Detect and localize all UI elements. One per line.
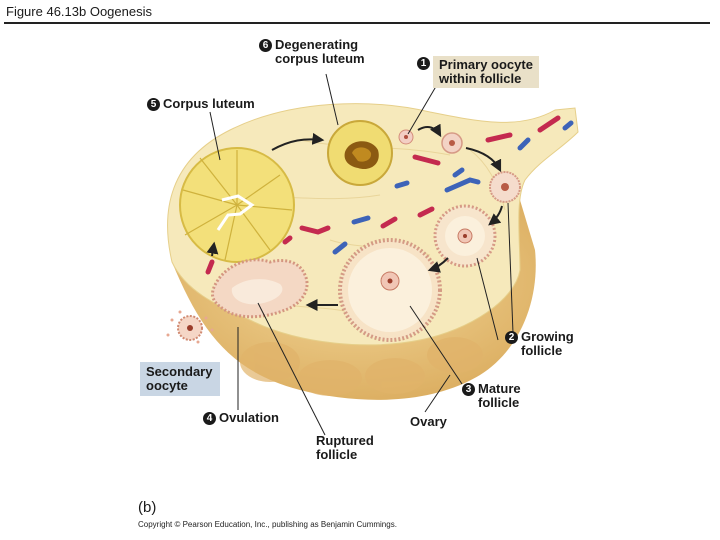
copyright-notice: Copyright © Pearson Education, Inc., pub… bbox=[138, 520, 397, 529]
step-6-badge: 6 bbox=[259, 39, 272, 52]
corpus-luteum-text: Corpus luteum bbox=[163, 96, 255, 111]
step-2-badge: 2 bbox=[505, 331, 518, 344]
figure-title: Figure 46.13b Oogenesis bbox=[6, 4, 152, 19]
degenerating-corpus-luteum bbox=[327, 120, 393, 186]
mature-follicle bbox=[338, 238, 442, 342]
blood-vessels bbox=[205, 115, 574, 275]
growing-follicle-small bbox=[441, 132, 463, 154]
mature-follicle-text: Mature follicle bbox=[478, 381, 521, 410]
step-1-badge: 1 bbox=[417, 57, 430, 70]
label-secondary-oocyte: Secondary oocyte bbox=[140, 362, 220, 396]
degenerating-text: Degenerating corpus luteum bbox=[275, 37, 365, 66]
ovulation-text: Ovulation bbox=[219, 410, 279, 425]
primary-oocyte-text: Primary oocyte within follicle bbox=[433, 56, 539, 88]
cycle-arrows bbox=[206, 123, 503, 311]
secondary-oocyte bbox=[166, 310, 214, 344]
leader-lines bbox=[209, 73, 514, 436]
step-5-badge: 5 bbox=[147, 98, 160, 111]
label-ruptured-follicle: Ruptured follicle bbox=[316, 433, 374, 462]
growing-follicle-large bbox=[433, 204, 497, 268]
panel-label: (b) bbox=[138, 499, 157, 516]
step-4-badge: 4 bbox=[203, 412, 216, 425]
corpus-luteum bbox=[179, 147, 295, 263]
step-3-badge: 3 bbox=[462, 383, 475, 396]
title-rule bbox=[4, 22, 710, 24]
growing-follicle-text: Growing follicle bbox=[521, 329, 574, 358]
label-ovary: Ovary bbox=[410, 414, 447, 429]
ovary-base-lobes bbox=[240, 337, 483, 396]
growing-follicle-medium bbox=[489, 171, 521, 203]
primary-oocyte-follicle bbox=[398, 129, 414, 145]
ruptured-follicle bbox=[211, 258, 309, 319]
